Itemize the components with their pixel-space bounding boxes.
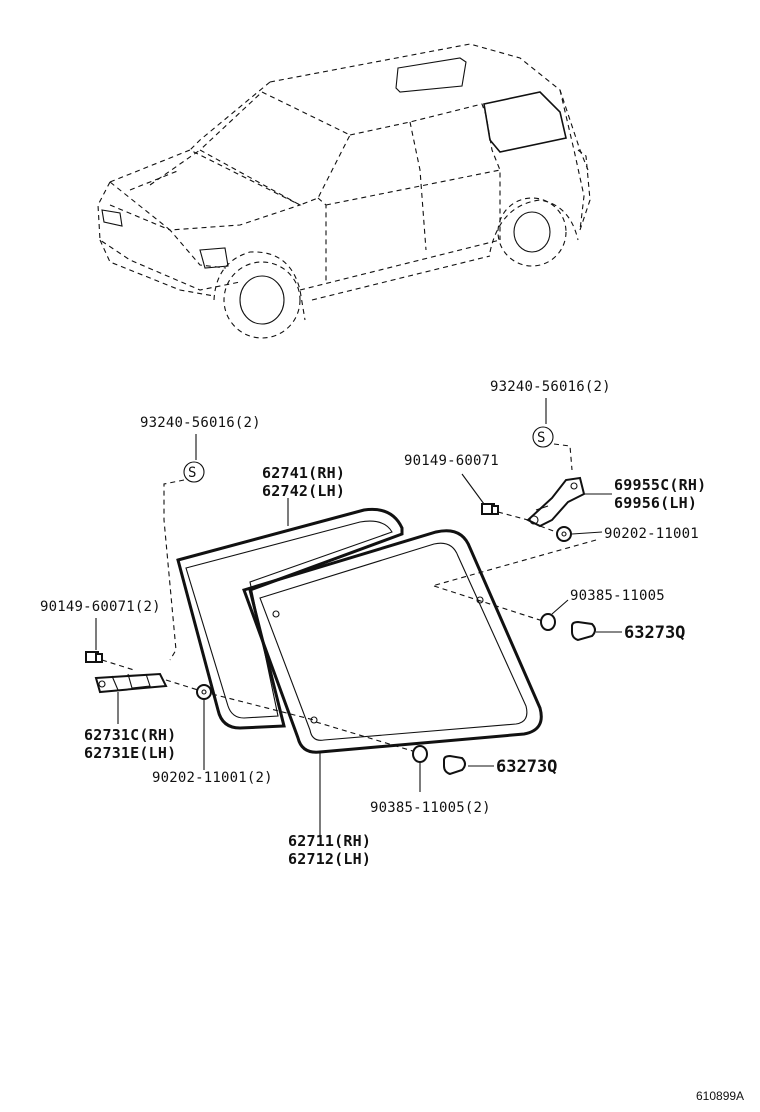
cap-right: 63273Q bbox=[571, 620, 685, 643]
bolt-left: 90149-60071(2) bbox=[40, 599, 161, 671]
cap-left: 63273Q bbox=[443, 754, 557, 777]
glass-lh-label: 62712(LH) bbox=[288, 850, 371, 868]
hinge-right-rh-label: 69955C(RH) bbox=[614, 476, 706, 494]
washer-left-icon bbox=[196, 684, 212, 700]
cap-right-icon bbox=[571, 620, 596, 642]
hinge-left-rh-label: 62731C(RH) bbox=[84, 726, 176, 744]
weatherstrip-lh-label: 62742(LH) bbox=[262, 482, 345, 500]
glass-rh-label: 62711(RH) bbox=[288, 832, 371, 850]
weatherstrip: 62741(RH) 62742(LH) bbox=[176, 464, 404, 730]
washer-left: 90202-11001(2) bbox=[152, 684, 315, 786]
nut-left-icon bbox=[412, 745, 428, 763]
screw-top-right-label: 93240-56016(2) bbox=[490, 379, 611, 395]
s-symbol-left bbox=[183, 461, 205, 483]
nut-left-label: 90385-11005(2) bbox=[370, 800, 491, 816]
hinge-right: 69955C(RH) 69956(LH) bbox=[526, 476, 706, 528]
cap-left-label: 63273Q bbox=[496, 757, 557, 777]
screw-top-left: 93240-56016(2) S bbox=[140, 415, 261, 661]
s-symbol-right bbox=[532, 426, 554, 448]
washer-right-label: 90202-11001 bbox=[604, 526, 699, 542]
hinge-right-lh-label: 69956(LH) bbox=[614, 494, 697, 512]
washer-left-label: 90202-11001(2) bbox=[152, 770, 273, 786]
nut-right-icon bbox=[540, 613, 556, 631]
nut-right-label: 90385-11005 bbox=[570, 588, 665, 604]
bolt-right-label: 90149-60071 bbox=[404, 453, 499, 469]
cap-left-icon bbox=[443, 754, 466, 776]
weatherstrip-rh-label: 62741(RH) bbox=[262, 464, 345, 482]
hinge-left-lh-label: 62731E(LH) bbox=[84, 744, 176, 762]
cap-right-label: 63273Q bbox=[624, 623, 685, 643]
screw-top-left-label: 93240-56016(2) bbox=[140, 415, 261, 431]
s-symbol-right-label: S bbox=[537, 430, 546, 446]
screw-top-right: 93240-56016(2) S bbox=[490, 379, 611, 471]
quarter-window-glass: 62711(RH) 62712(LH) bbox=[242, 529, 543, 868]
s-symbol-left-label: S bbox=[188, 465, 197, 481]
reference-code: 610899A bbox=[696, 1089, 744, 1103]
nut-left: 90385-11005(2) bbox=[315, 721, 491, 816]
hinge-left: 62731C(RH) 62731E(LH) bbox=[84, 672, 199, 762]
bolt-left-label: 90149-60071(2) bbox=[40, 599, 161, 615]
washer-right: 90202-11001 bbox=[431, 525, 699, 587]
washer-right-icon bbox=[556, 526, 572, 542]
nut-right: 90385-11005 bbox=[433, 585, 665, 631]
bolt-right: 90149-60071 bbox=[404, 453, 529, 521]
vehicle-illustration bbox=[97, 43, 591, 339]
